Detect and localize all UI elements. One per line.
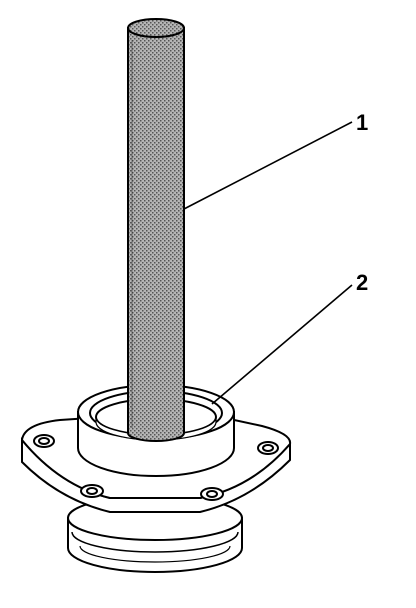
seal-installer-tool [127, 18, 185, 442]
leader-line-1 [183, 121, 353, 210]
callout-label-2: 2 [356, 270, 368, 295]
callout-label-1: 1 [356, 110, 368, 135]
leader-line-2 [211, 284, 353, 405]
callout-leaders [183, 121, 353, 405]
